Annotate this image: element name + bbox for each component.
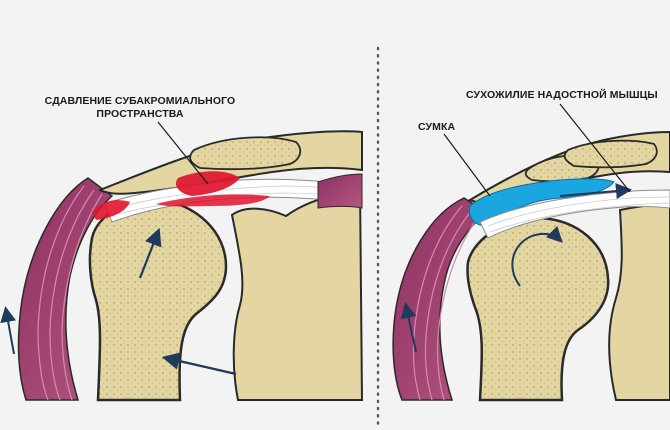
supraspinatus-tendon-label: СУХОЖИЛИЕ НАДОСТНОЙ МЫШЦЫ [466,89,658,101]
left-deltoid-fibers [37,185,103,401]
right-humerus [466,216,610,402]
right-panel [392,103,670,402]
right-deltoid-pull-arrow [400,302,417,353]
left-supraspinatus-muscle [317,173,363,209]
right-bursa-label-leader [443,133,491,197]
right-deltoid-fibers [412,205,481,401]
left-scapula [230,183,364,401]
compression-label-line1: СДАВЛЕНИЕ СУБАКРОМИАЛЬНОГО [44,95,236,107]
right-supraspinatus-tendon [479,189,670,239]
left-deltoid-pull-arrow [0,306,17,355]
left-bursitis-zone [92,200,130,220]
bursa-label: СУМКА [418,121,456,133]
compression-label-line2: ПРОСТРАНСТВА [96,108,184,120]
right-rotation-arrow [511,225,563,287]
left-deltoid-muscle [17,177,114,401]
right-tendon-fibers [487,196,670,233]
right-scapula [608,202,670,401]
right-clavicle-lateral [563,139,658,169]
left-humerus [88,198,228,402]
left-push-arrow [161,352,237,376]
compression-label: СДАВЛЕНИЕ СУБАКРОМИАЛЬНОГО ПРОСТРАНСТВА [30,95,250,121]
left-humerus-up-arrow [138,227,162,279]
left-compressed-tendon-zone [156,194,270,207]
left-label-leader [157,121,209,185]
right-tendon-glide-arrow [559,183,632,200]
right-tendon-label-leader [559,103,631,193]
left-clavicle [189,136,302,171]
left-panel [0,121,364,402]
